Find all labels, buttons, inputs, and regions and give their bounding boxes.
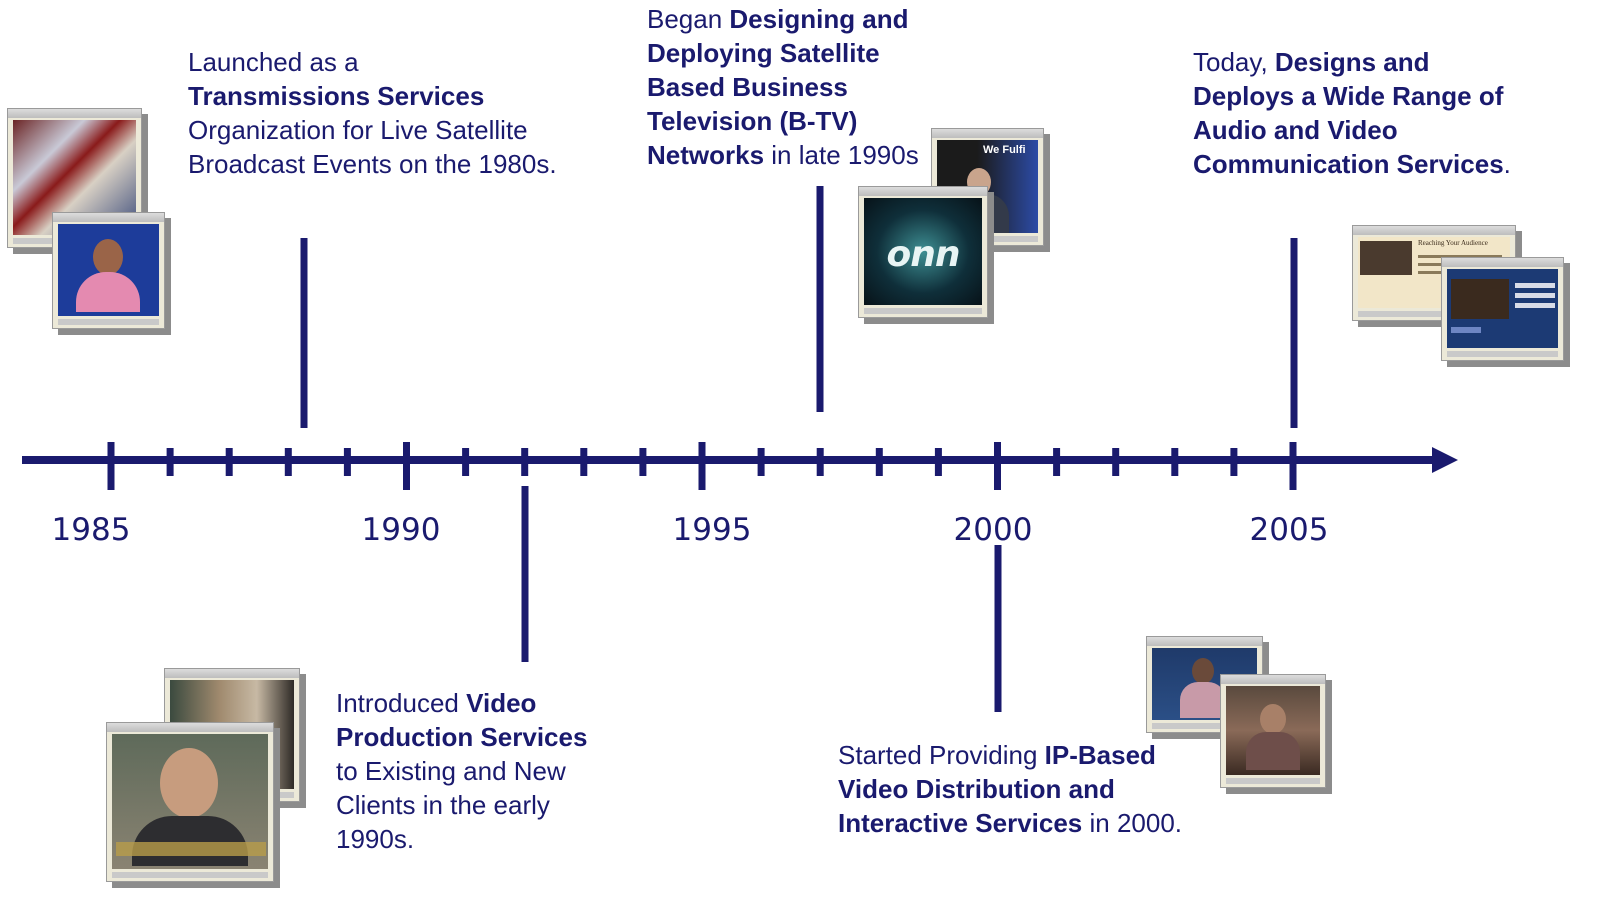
thumbnail-reach-heading: Reaching Your Audience bbox=[1418, 239, 1488, 247]
event-video-production-pre: Introduced bbox=[336, 688, 467, 718]
event-btv-pre: Began bbox=[647, 4, 730, 34]
event-launched-post: Organization for Live Satellite Broadcas… bbox=[188, 115, 557, 179]
thumbnail-audience bbox=[1220, 674, 1326, 788]
thumbnail-slogan: We Fulfi bbox=[983, 144, 1026, 156]
event-ip-based-pre: Started Providing bbox=[838, 740, 1045, 770]
event-today-bold: Designs and Deploys a Wide Range of Audi… bbox=[1193, 47, 1504, 179]
thumbnail-interview bbox=[106, 722, 274, 882]
thumbnail-onn-logo: onn bbox=[858, 186, 988, 318]
event-video-production-bold: Video Production Services bbox=[336, 688, 588, 752]
event-video-production: Introduced Video Production Services to … bbox=[336, 686, 626, 856]
event-ip-based-bold: IP-Based Video Distribution and Interact… bbox=[838, 740, 1156, 838]
event-today-post: . bbox=[1503, 149, 1511, 179]
year-label-1995: 1995 bbox=[672, 512, 752, 548]
event-launched-bold: Transmissions Services bbox=[188, 81, 485, 111]
event-today: Today, Designs and Deploys a Wide Range … bbox=[1193, 45, 1513, 181]
event-launched: Launched as a Transmissions Services Org… bbox=[188, 45, 588, 181]
year-label-1990: 1990 bbox=[361, 512, 441, 548]
event-video-production-post: to Existing and New Clients in the early… bbox=[336, 756, 566, 854]
thumbnail-onn-text: onn bbox=[886, 234, 961, 275]
thumbnail-portal-page bbox=[1441, 257, 1564, 361]
timeline-arrowhead bbox=[1432, 447, 1458, 473]
event-btv: Began Designing and Deploying Satellite … bbox=[647, 2, 939, 172]
event-today-pre: Today, bbox=[1193, 47, 1275, 77]
year-label-2005: 2005 bbox=[1249, 512, 1329, 548]
thumbnail-news-anchor bbox=[52, 212, 165, 329]
event-btv-post: in late 1990s bbox=[764, 140, 919, 170]
year-label-2000: 2000 bbox=[953, 512, 1033, 548]
event-launched-pre: Launched as a bbox=[188, 47, 359, 77]
event-ip-based: Started Providing IP-Based Video Distrib… bbox=[838, 738, 1208, 840]
event-ip-based-post: in 2000. bbox=[1082, 808, 1183, 838]
event-btv-bold: Designing and Deploying Satellite Based … bbox=[647, 4, 909, 170]
year-label-1985: 1985 bbox=[51, 512, 131, 548]
